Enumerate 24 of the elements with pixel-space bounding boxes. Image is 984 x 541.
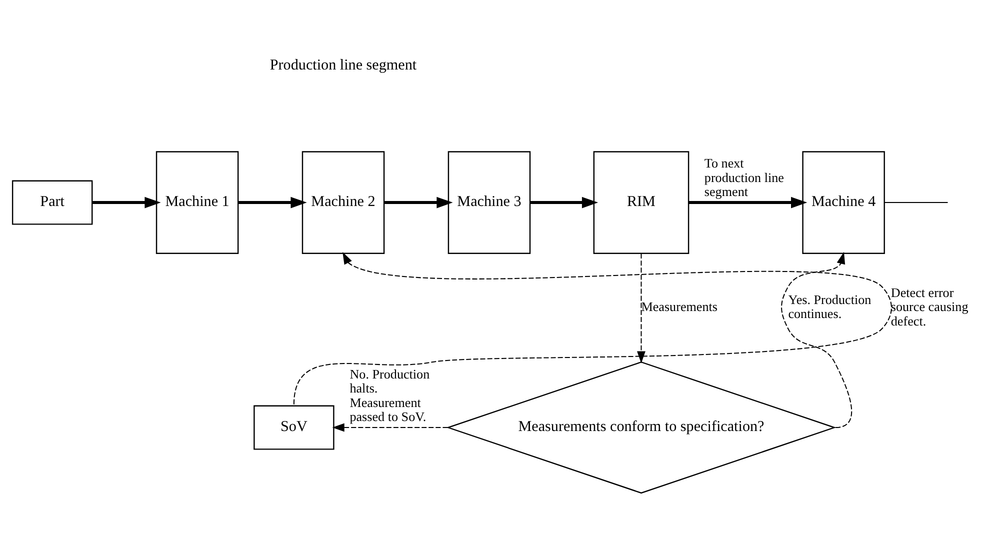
arrow xyxy=(384,196,453,208)
node-box: Machine 4 xyxy=(802,151,885,254)
arrow xyxy=(332,423,448,432)
node-diamond: Measurements conform to specification? xyxy=(446,361,836,494)
node-box: RIM xyxy=(593,151,690,254)
arrow xyxy=(92,196,161,208)
arrow xyxy=(530,196,598,208)
arrow xyxy=(688,196,808,208)
edge-label: To next production line segment xyxy=(704,156,784,199)
arrow xyxy=(637,254,646,364)
node-box: Machine 2 xyxy=(302,151,385,254)
node-box: Part xyxy=(12,180,93,225)
edge-label: No. Production halts. Measurement passed to SoV. xyxy=(350,366,430,424)
edge-label: Measurements xyxy=(641,299,718,314)
node-box: Machine 3 xyxy=(448,151,531,254)
node-box: SoV xyxy=(254,405,334,450)
label: Production line segment xyxy=(270,58,417,74)
arrow xyxy=(238,196,307,208)
arrow xyxy=(293,252,892,404)
node-box: Machine 1 xyxy=(156,151,239,254)
edge-label: Detect error source causing defect. xyxy=(890,285,968,328)
arrow xyxy=(781,252,852,428)
edge-label: Yes. Production continues. xyxy=(788,292,872,322)
connector xyxy=(884,202,948,204)
